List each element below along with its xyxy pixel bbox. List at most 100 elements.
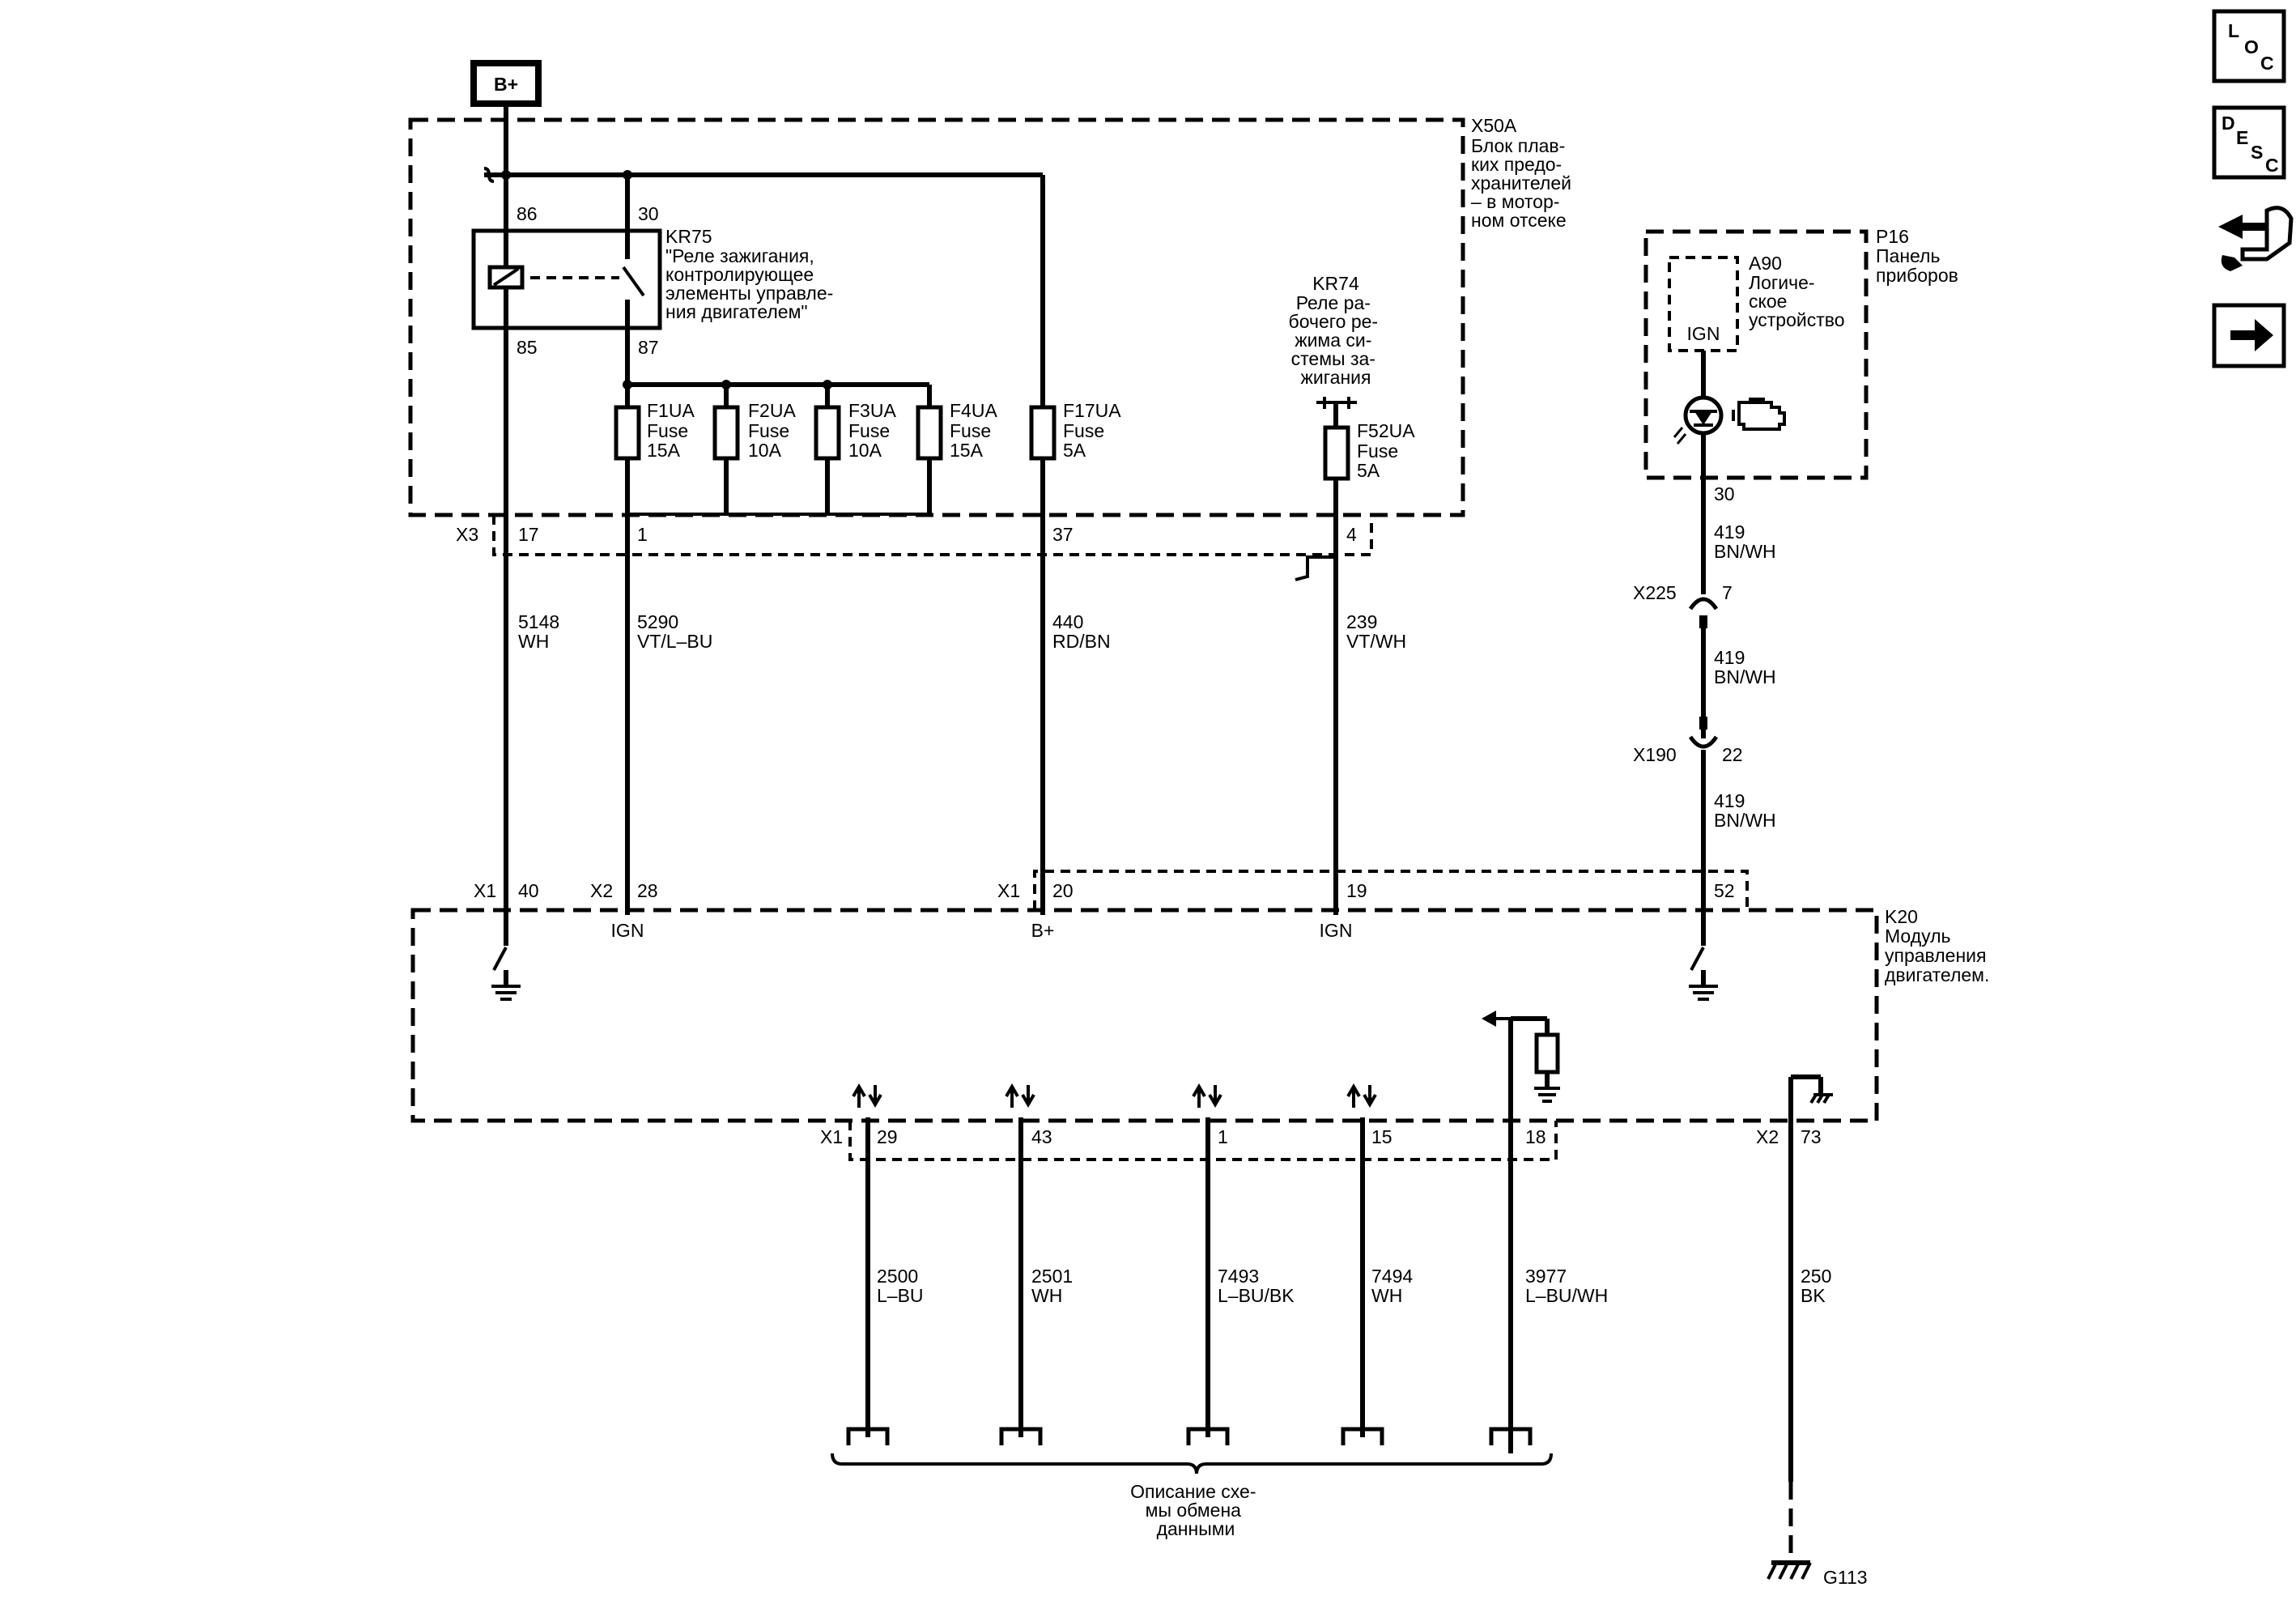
- junction-dot: [623, 170, 632, 180]
- relay-pin-30: 30: [638, 203, 659, 224]
- data-comm-label: Описание схе- мы обмена данными: [1130, 1481, 1261, 1539]
- data-terminal: [1186, 1427, 1230, 1445]
- data-terminal: [846, 1427, 890, 1445]
- ecm-conn-x2: X2: [590, 880, 613, 901]
- data-terminal: [1489, 1427, 1533, 1445]
- logic-ign-label: IGN: [1687, 323, 1720, 344]
- logic-a90-desc: Логиче- ское устройство: [1749, 272, 1845, 330]
- ecm-k20-id: K20: [1885, 906, 1918, 927]
- description-letter: C: [2265, 155, 2279, 176]
- ecm-pin-40: 40: [518, 880, 539, 901]
- ecm-pin-52: 52: [1714, 880, 1735, 901]
- panel-p16-desc: Панель приборов: [1876, 245, 1958, 286]
- engine-icon: [1732, 398, 1786, 431]
- ecm-pin-15: 15: [1371, 1126, 1392, 1147]
- x3-pin-1: 1: [637, 524, 648, 545]
- x3-pin-17: 17: [518, 524, 539, 545]
- panel-p16-outline: [1643, 229, 1869, 480]
- data-terminal: [999, 1427, 1043, 1445]
- ecm-chassis-ground: [1791, 1074, 1833, 1104]
- data-comm-brace: [831, 1453, 1553, 1474]
- location-letter: L: [2228, 20, 2239, 41]
- arrow-right-icon: [2230, 319, 2273, 351]
- connector-x190-label: X190: [1633, 744, 1677, 765]
- description-button[interactable]: D E S C: [2212, 105, 2286, 180]
- ecm-connector-x1-bottom: [848, 1121, 1558, 1161]
- ecm-connector-x1-top: [1033, 870, 1749, 910]
- relay-pin-86: 86: [517, 203, 538, 224]
- data-line-1: [1192, 1083, 1222, 1437]
- ecm-pullup-resistor: [1482, 1011, 1560, 1453]
- ecm-conn-x1: X1: [474, 880, 496, 901]
- panel-p16-id: P16: [1876, 226, 1909, 247]
- x3-pin-4: 4: [1346, 524, 1357, 545]
- ecm-k20-outline: [410, 908, 1879, 1123]
- x3-pin-37: 37: [1052, 524, 1074, 545]
- data-terminal: [1341, 1427, 1384, 1445]
- data-line-15: [1346, 1083, 1377, 1437]
- relay-pin-87: 87: [638, 337, 659, 358]
- ecm-conn-x1-b: X1: [997, 880, 1020, 901]
- next-arrow-button[interactable]: [2212, 303, 2286, 368]
- fuse-block-desc: Блок плав- ких предо- хранителей – в мот…: [1471, 135, 1576, 231]
- description-letter: E: [2236, 127, 2248, 148]
- battery-positive-label: B+: [494, 74, 518, 95]
- connector-x225-label: X225: [1633, 582, 1677, 603]
- ecm-pin-73: 73: [1801, 1126, 1822, 1147]
- ecm-pin-29: 29: [877, 1126, 898, 1147]
- ground-g113-symbol: [1767, 1560, 1812, 1580]
- battery-positive-box: B+: [470, 60, 542, 107]
- location-button[interactable]: L O C: [2212, 9, 2286, 83]
- ecm-conn-x2-bottom: X2: [1756, 1126, 1779, 1147]
- fuse-block-id: X50A: [1471, 115, 1517, 136]
- junction-dot: [501, 170, 511, 180]
- check-engine-lamp: [1673, 395, 1724, 445]
- wire-splice-mark: [1295, 555, 1336, 581]
- relay-kr75: 86 30 85 87: [471, 203, 662, 381]
- logic-a90-id: A90: [1749, 253, 1782, 274]
- ecm-k20-desc: Модуль управления двигателем.: [1885, 926, 1992, 985]
- diagnostic-tool-icon[interactable]: [2218, 206, 2294, 271]
- ecm-pin-28-func: IGN: [611, 920, 644, 941]
- connector-x225-pin: 7: [1722, 582, 1733, 603]
- ecm-pin-18: 18: [1525, 1126, 1546, 1147]
- relay-kr75-id: KR75: [665, 226, 712, 247]
- location-letter: C: [2260, 53, 2274, 74]
- ecm-pin-20: 20: [1052, 880, 1074, 901]
- ecm-pin-20-func: B+: [1031, 920, 1055, 941]
- relay-kr75-desc: "Реле зажигания, контролирующее элементы…: [665, 245, 839, 322]
- ecm-conn-x1-bottom: X1: [820, 1126, 843, 1147]
- data-line-43: [1005, 1083, 1035, 1437]
- ground-g113-label: G113: [1823, 1567, 1868, 1588]
- ecm-pin-19: 19: [1346, 880, 1367, 901]
- relay-kr74-id: KR74: [1312, 273, 1359, 294]
- ecm-internal-ground-switch: [1689, 931, 1718, 1001]
- ecm-pin-1: 1: [1218, 1126, 1228, 1147]
- ecm-pin-19-func: IGN: [1320, 920, 1353, 941]
- connector-x3-outline: [492, 515, 1373, 556]
- connector-x3-label: X3: [456, 524, 478, 545]
